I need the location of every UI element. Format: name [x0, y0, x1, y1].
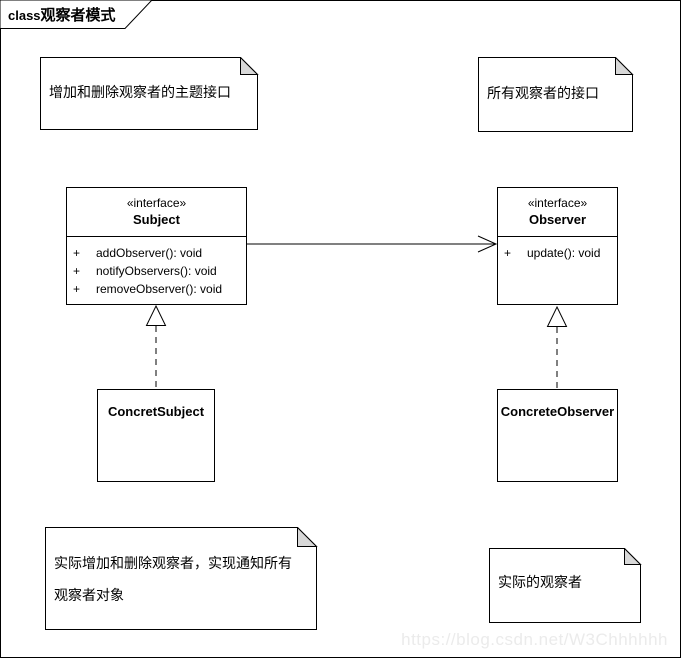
class-observer-name: Observer [528, 212, 587, 227]
method-visibility: + [73, 264, 81, 278]
note-shape-icon [489, 548, 642, 623]
class-concrete-observer: ConcreteObserver [497, 389, 618, 482]
class-concrete-observer-name: ConcreteObserver [500, 404, 615, 419]
note-shape-icon [45, 527, 318, 630]
note-observer-interface: 所有观察者的接口 [478, 57, 634, 133]
class-subject-methods: + addObserver(): void + notifyObservers(… [67, 237, 246, 298]
frame-keyword: class [8, 8, 41, 23]
note-concrete-observer: 实际的观察者 [489, 548, 642, 624]
class-subject-name: Subject [133, 212, 180, 227]
note-subject-interface: 增加和删除观察者的主题接口 [40, 57, 259, 131]
note-shape-icon [40, 57, 259, 130]
frame-title: class观察者模式 [8, 4, 116, 25]
frame-tab-shape [0, 0, 153, 29]
class-subject-header: «interface» Subject [67, 188, 246, 237]
method-signature: removeObserver(): void [96, 282, 223, 296]
method-notifyobservers: + notifyObservers(): void [73, 262, 244, 280]
watermark-url: https://blog.csdn.net/W3Chhhhhh [401, 630, 668, 649]
note-text: 所有观察者的接口 [487, 85, 599, 101]
method-signature: update(): void [527, 246, 601, 260]
class-observer: «interface» Observer + update(): void [497, 187, 618, 305]
note-text: 增加和删除观察者的主题接口 [49, 84, 231, 100]
method-update: + update(): void [504, 244, 615, 262]
method-signature: notifyObservers(): void [96, 264, 217, 278]
note-concrete-subject: 实际增加和删除观察者，实现通知所有观察者对象 [45, 527, 318, 631]
class-subject-stereotype: «interface» [126, 196, 187, 210]
note-text: 实际增加和删除观察者，实现通知所有观察者对象 [54, 555, 292, 603]
method-visibility: + [504, 246, 512, 260]
class-observer-header: «interface» Observer [498, 188, 617, 237]
note-shape-icon [478, 57, 634, 132]
method-visibility: + [73, 246, 81, 260]
method-signature: addObserver(): void [96, 246, 203, 260]
class-observer-stereotype: «interface» [527, 196, 588, 210]
method-removeobserver: + removeObserver(): void [73, 280, 244, 298]
class-observer-methods: + update(): void [498, 237, 617, 262]
method-addobserver: + addObserver(): void [73, 244, 244, 262]
frame-diagram-name: 观察者模式 [40, 7, 116, 24]
note-text: 实际的观察者 [498, 574, 582, 590]
class-concret-subject: ConcretSubject [97, 389, 215, 482]
class-subject: «interface» Subject + addObserver(): voi… [66, 187, 247, 305]
method-visibility: + [73, 282, 81, 296]
diagram-frame-tab: class观察者模式 [0, 0, 160, 30]
class-concret-subject-name: ConcretSubject [107, 404, 205, 419]
